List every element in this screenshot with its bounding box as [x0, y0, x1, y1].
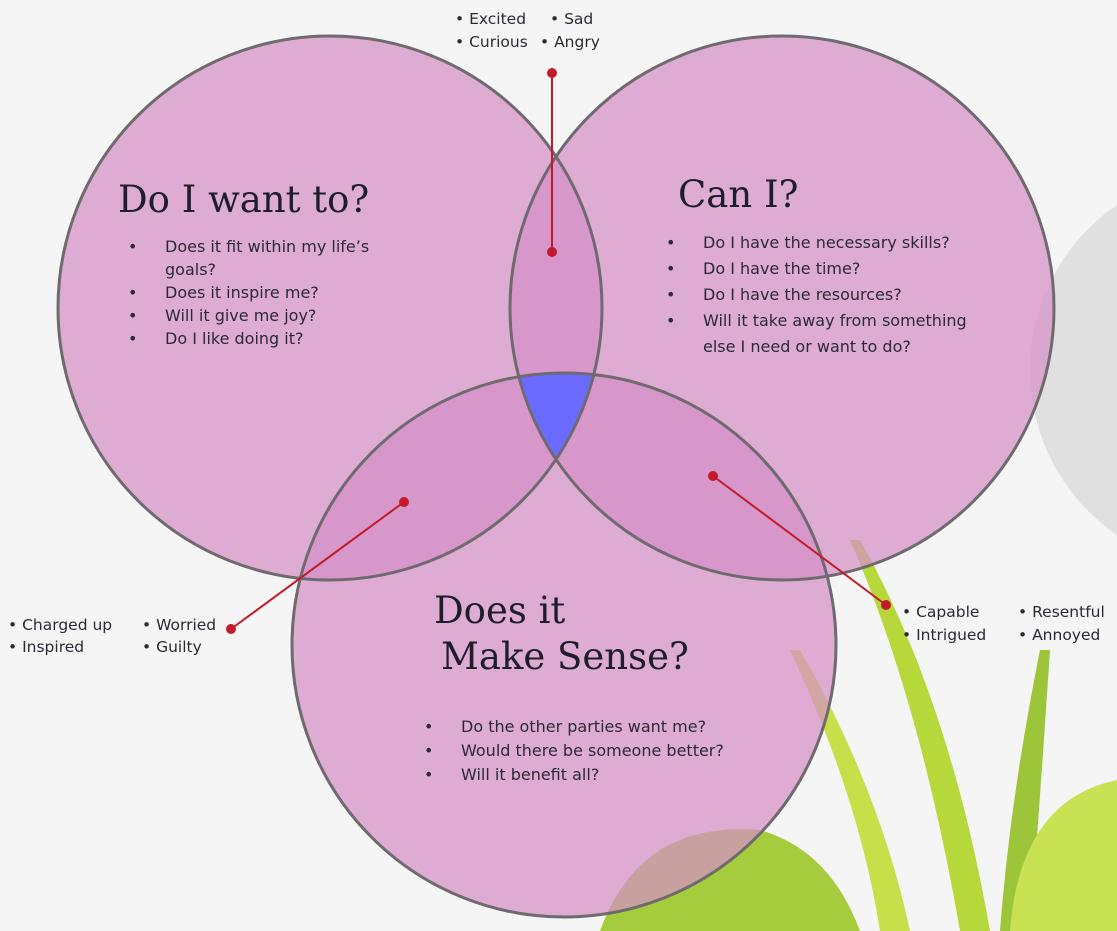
connector-dot [708, 471, 718, 481]
emotion: Annoyed [1032, 626, 1100, 644]
can-item: Do I have the resources? [703, 285, 902, 304]
sense-item: Do the other parties want me? [461, 717, 706, 736]
svg-text:• Curious: • Curious [455, 33, 528, 51]
can-item: Do I have the necessary skills? [703, 233, 950, 252]
emotion: Inspired [22, 638, 84, 656]
connector-dot [547, 247, 557, 257]
circle-sense [292, 373, 836, 917]
svg-text:• Resentful: • Resentful [1018, 603, 1105, 621]
sense-title-line2: Make Sense? [441, 635, 689, 678]
emotion: Intrigued [916, 626, 986, 644]
connector-dot [399, 497, 409, 507]
bullet: • [666, 259, 675, 278]
emotions-top: • Excited • Curious • Sad • Angry [455, 10, 600, 51]
bullet: • [128, 237, 137, 256]
can-item: else I need or want to do? [703, 337, 911, 356]
bullet: • [424, 717, 433, 736]
want-item: Will it give me joy? [165, 306, 316, 325]
emotion: Capable [916, 603, 979, 621]
can-item: Will it take away from something [703, 311, 967, 330]
emotion: Angry [554, 33, 600, 51]
connector-left [230, 501, 405, 630]
svg-text:• Intrigued: • Intrigued [902, 626, 986, 644]
bullet: • [128, 306, 137, 325]
bullet: • [424, 765, 433, 784]
circle-sense-text: Does it Make Sense? • Do the other parti… [424, 589, 724, 784]
connector-dot [226, 624, 236, 634]
background-decoration [600, 205, 1117, 931]
emotion: Charged up [22, 616, 112, 634]
svg-text:• Charged up: • Charged up [8, 616, 112, 634]
connector-dot [547, 68, 557, 78]
emotion: Resentful [1032, 603, 1105, 621]
circle-want-text: Do I want to? • Does it fit within my li… [118, 178, 369, 348]
emotion: Worried [156, 616, 216, 634]
svg-text:• Annoyed: • Annoyed [1018, 626, 1100, 644]
grass-blade [790, 650, 910, 931]
svg-text:• Angry: • Angry [540, 33, 600, 51]
can-item: Do I have the time? [703, 259, 860, 278]
emotion: Guilty [156, 638, 202, 656]
bullet: • [666, 311, 675, 330]
sense-title-line1: Does it [434, 589, 565, 632]
svg-text:• Sad: • Sad [550, 10, 593, 28]
emotion: Curious [469, 33, 528, 51]
bullet: • [666, 285, 675, 304]
can-title: Can I? [678, 173, 798, 216]
emotion: Sad [564, 10, 593, 28]
emotions-right: • Capable • Intrigued • Resentful • Anno… [902, 603, 1105, 644]
grass-blade [850, 540, 990, 931]
circle-can-text: Can I? • Do I have the necessary skills?… [666, 173, 967, 356]
bullet: • [128, 283, 137, 302]
grass-blade [1000, 650, 1050, 931]
svg-text:• Excited: • Excited [455, 10, 526, 28]
connector-dot [881, 600, 891, 610]
sense-item: Would there be someone better? [461, 741, 724, 760]
venn-circles [56, 34, 1056, 919]
bullet: • [128, 329, 137, 348]
sense-item: Will it benefit all? [461, 765, 599, 784]
svg-text:• Capable: • Capable [902, 603, 979, 621]
want-title: Do I want to? [118, 178, 369, 221]
bullet: • [666, 233, 675, 252]
emotions-left: • Charged up • Inspired • Worried • Guil… [8, 616, 216, 656]
connector-right [712, 475, 887, 606]
svg-text:• Worried: • Worried [142, 616, 216, 634]
want-item: Do I like doing it? [165, 329, 304, 348]
want-item: Does it fit within my life’s [165, 237, 369, 256]
want-item: Does it inspire me? [165, 283, 319, 302]
emotion: Excited [469, 10, 526, 28]
leaf [1010, 780, 1117, 931]
svg-text:• Guilty: • Guilty [142, 638, 202, 656]
bullet: • [424, 741, 433, 760]
svg-text:• Inspired: • Inspired [8, 638, 84, 656]
connectors [226, 68, 891, 634]
want-item: goals? [165, 260, 216, 279]
